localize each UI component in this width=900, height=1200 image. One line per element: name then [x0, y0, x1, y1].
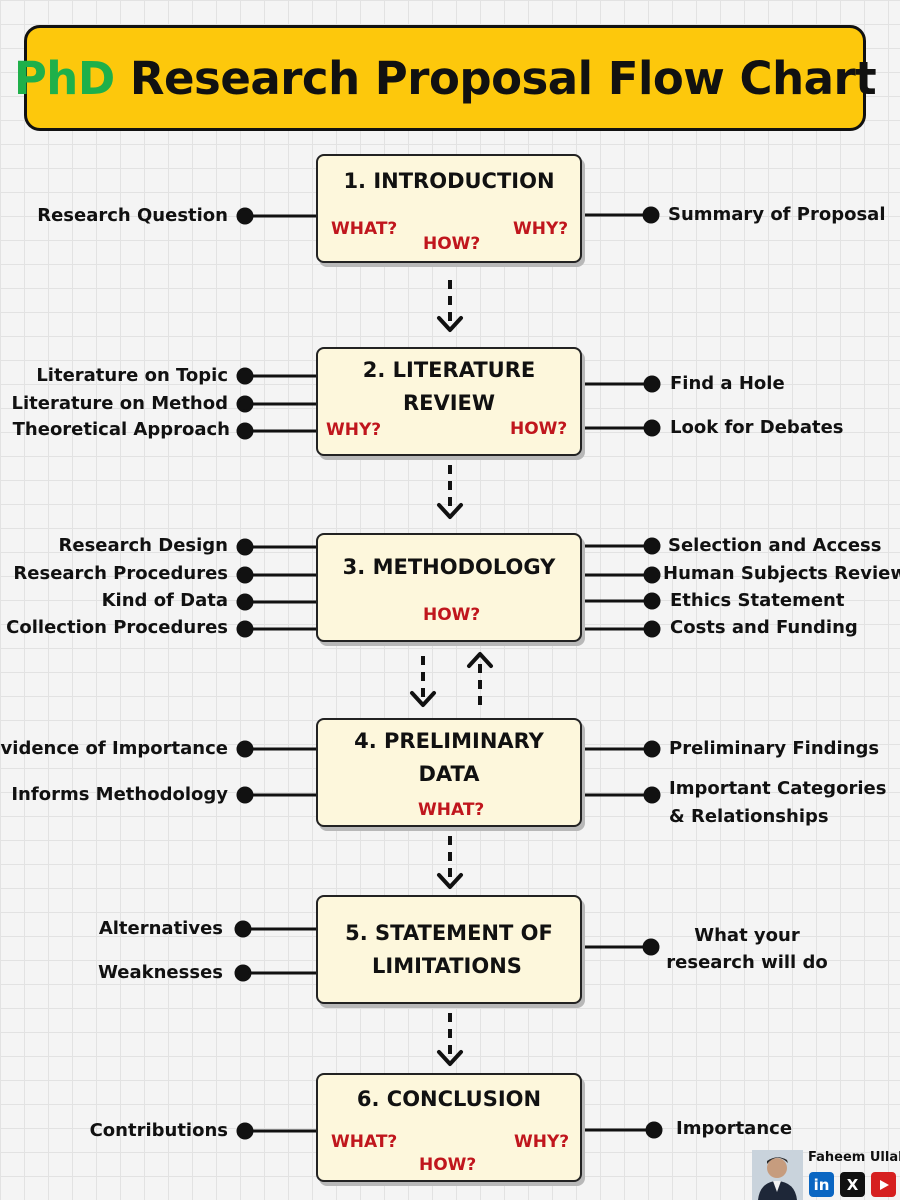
label-costs-and-funding: Costs and Funding: [670, 617, 858, 638]
box-title: 3. METHODOLOGY: [342, 555, 556, 579]
youtube-icon[interactable]: [871, 1172, 896, 1197]
question-how: HOW?: [419, 1155, 477, 1175]
box-title-line1: 2. LITERATURE: [362, 358, 536, 382]
label-find-a-hole: Find a Hole: [670, 373, 785, 394]
connector-dot: [234, 964, 252, 982]
label-contributions: Contributions: [89, 1120, 228, 1141]
title-accent: PhD: [13, 51, 115, 105]
title-banner: PhD Research Proposal Flow Chart: [14, 25, 877, 131]
label-informs-methodology: Informs Methodology: [11, 784, 228, 805]
arrow-head-down-icon: [437, 1050, 463, 1066]
label-preliminary-findings: Preliminary Findings: [669, 738, 880, 759]
question-what: WHAT?: [418, 800, 485, 820]
arrow-head-down-icon: [437, 503, 463, 519]
label-ethics-statement: Ethics Statement: [670, 590, 845, 611]
label-literature-on-topic: Literature on Topic: [36, 365, 228, 386]
box-title-line2: LIMITATIONS: [372, 954, 522, 978]
label-literature-on-method: Literature on Method: [11, 393, 228, 414]
label-importance: Importance: [676, 1118, 793, 1139]
label-summary-of-proposal: Summary of Proposal: [668, 204, 886, 225]
connector-dot: [643, 620, 661, 638]
arrow-head-up-icon: [467, 652, 493, 668]
connector-dot: [234, 920, 252, 938]
question-how: HOW?: [423, 605, 481, 625]
connector-dot: [642, 938, 660, 956]
connector-dot: [236, 566, 254, 584]
connector-dot: [236, 620, 254, 638]
connector-dot: [236, 593, 254, 611]
label-what-your: What your: [694, 925, 800, 946]
label-evidence-of-importance: Evidence of Importance: [0, 738, 228, 759]
label-selection-and-access: Selection and Access: [668, 535, 882, 556]
box-introduction: 1. INTRODUCTION WHAT? HOW? WHY?: [316, 154, 582, 263]
avatar: [752, 1150, 803, 1200]
question-why: WHY?: [514, 1132, 570, 1152]
label-look-for-debates: Look for Debates: [670, 417, 844, 438]
box-methodology: 3. METHODOLOGY HOW?: [316, 533, 582, 642]
connector-dot: [643, 537, 661, 555]
box-preliminary-data: 4. PRELIMINARY DATA WHAT?: [316, 718, 582, 827]
arrow-head-down-icon: [437, 316, 463, 332]
label-kind-of-data: Kind of Data: [101, 590, 228, 611]
connector-dot: [643, 740, 661, 758]
connector-dot: [236, 786, 254, 804]
connector-dot: [642, 206, 660, 224]
box-statement-of-limitations: 5. STATEMENT OF LIMITATIONS: [316, 895, 582, 1004]
box-title-line1: 4. PRELIMINARY: [354, 729, 544, 753]
box-title-line1: 5. STATEMENT OF: [345, 921, 553, 945]
label-research-design: Research Design: [58, 535, 229, 556]
arrow-head-down-icon: [437, 873, 463, 889]
connector-dot: [643, 786, 661, 804]
connector-dot: [643, 375, 661, 393]
connector-dot: [236, 395, 254, 413]
page-title: PhD Research Proposal Flow Chart: [13, 51, 877, 105]
title-rest: Research Proposal Flow Chart: [129, 51, 877, 105]
question-why: WHY?: [513, 219, 569, 239]
connector-dot: [643, 566, 661, 584]
connector-dot: [236, 740, 254, 758]
label-research-will-do: research will do: [666, 952, 828, 973]
box-conclusion: 6. CONCLUSION WHAT? HOW? WHY?: [316, 1073, 582, 1182]
box-title-line2: DATA: [418, 762, 480, 786]
arrow-head-down-icon: [410, 691, 436, 707]
box-title: 6. CONCLUSION: [356, 1087, 542, 1111]
connector-dot: [236, 367, 254, 385]
question-why: WHY?: [326, 420, 382, 440]
label-relationships: & Relationships: [669, 806, 829, 827]
box-literature-review: 2. LITERATURE REVIEW WHY? HOW?: [316, 347, 582, 456]
label-collection-procedures: Collection Procedures: [6, 617, 228, 638]
connector-dot: [236, 1122, 254, 1140]
question-what: WHAT?: [331, 219, 398, 239]
connector-dot: [236, 207, 254, 225]
label-research-procedures: Research Procedures: [13, 563, 228, 584]
label-research-question: Research Question: [37, 205, 228, 226]
connector-dot: [643, 592, 661, 610]
connector-dot: [643, 419, 661, 437]
connector-dot: [645, 1121, 663, 1139]
connector-dot: [236, 422, 254, 440]
x-icon[interactable]: X: [840, 1172, 865, 1197]
label-important-categories: Important Categories: [669, 778, 887, 799]
box-title: 1. INTRODUCTION: [343, 169, 555, 193]
box-title-line2: REVIEW: [402, 391, 496, 415]
question-what: WHAT?: [331, 1132, 398, 1152]
linkedin-icon[interactable]: in: [809, 1172, 834, 1197]
question-how: HOW?: [510, 419, 568, 439]
label-human-subjects-review: Human Subjects Review: [663, 563, 900, 584]
author-name: Faheem Ullah: [808, 1150, 900, 1165]
label-weaknesses: Weaknesses: [98, 962, 223, 983]
question-how: HOW?: [423, 234, 481, 254]
label-theoretical-approach: Theoretical Approach: [12, 419, 230, 440]
label-alternatives: Alternatives: [98, 918, 223, 939]
connector-dot: [236, 538, 254, 556]
